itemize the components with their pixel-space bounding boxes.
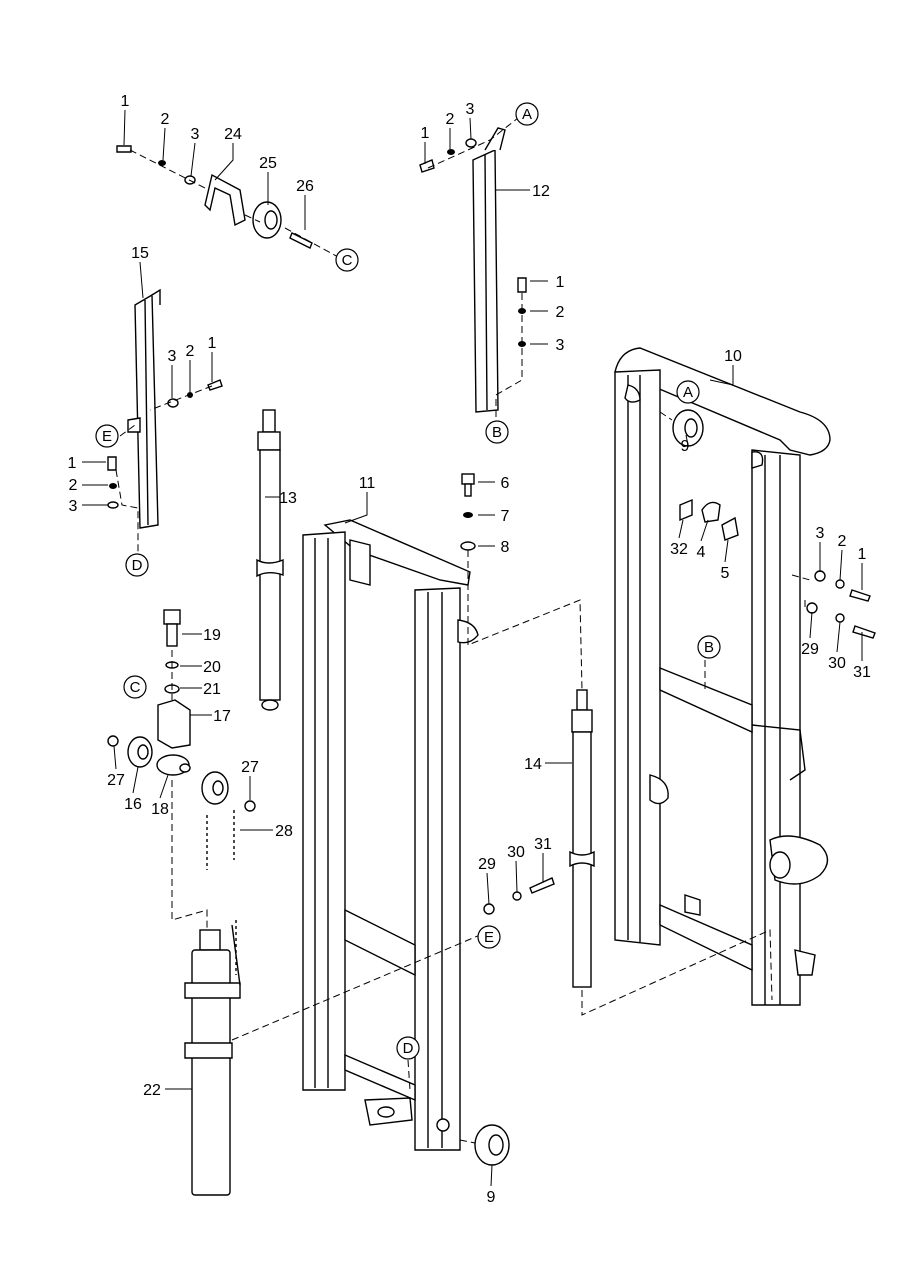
ref-e: E (102, 428, 112, 445)
callout-25: 25 (259, 155, 277, 172)
callout-9: 9 (681, 438, 690, 455)
callout-3: 3 (69, 498, 78, 515)
roller-25 (252, 201, 282, 239)
callout-17: 17 (213, 708, 231, 725)
roller-16 (127, 736, 153, 768)
callout-21: 21 (203, 681, 221, 698)
ref-a: A (683, 384, 693, 401)
block-17-18 (156, 699, 191, 776)
sheave-27 (201, 771, 229, 805)
callout-31: 31 (534, 836, 552, 853)
callout-14: 14 (524, 756, 542, 773)
callout-6: 6 (501, 475, 510, 492)
ref-b: B (492, 424, 502, 441)
callout-8: 8 (501, 539, 510, 556)
channel-12 (472, 127, 506, 413)
callout-3: 3 (816, 525, 825, 542)
cylinder-22 (184, 924, 241, 1196)
callout-11: 11 (359, 475, 376, 492)
chain-28 (206, 810, 237, 975)
callout-29: 29 (801, 641, 819, 658)
ref-c: C (342, 252, 353, 269)
callout-19: 19 (203, 627, 221, 644)
callout-24: 24 (224, 126, 242, 143)
ref-c: C (130, 679, 141, 696)
ref-a: A (522, 106, 532, 123)
callout-5: 5 (721, 565, 730, 582)
bracket-24 (204, 173, 246, 227)
ref-b: B (704, 639, 714, 656)
ref-e: E (484, 929, 494, 946)
cylinder-14 (569, 689, 595, 988)
callout-28: 28 (275, 823, 293, 840)
callout-15: 15 (131, 245, 149, 262)
callout-3: 3 (191, 126, 200, 143)
outer-mast-10 (614, 347, 831, 1006)
callout-18: 18 (151, 801, 169, 818)
callout-32: 32 (670, 541, 688, 558)
callout-1: 1 (421, 125, 430, 142)
callout-3: 3 (556, 337, 565, 354)
callout-29: 29 (478, 856, 496, 873)
ref-d: D (403, 1040, 414, 1057)
callout-20: 20 (203, 659, 221, 676)
callout-7: 7 (501, 508, 510, 525)
callout-4: 4 (697, 544, 706, 561)
callout-12: 12 (532, 183, 550, 200)
callout-30: 30 (507, 844, 525, 861)
callout-2: 2 (838, 533, 847, 550)
callout-1: 1 (858, 546, 867, 563)
callout-2: 2 (69, 477, 78, 494)
callout-27: 27 (107, 772, 125, 789)
channel-15 (127, 288, 161, 529)
pin-26 (289, 232, 313, 249)
cylinder-13 (256, 409, 284, 711)
callout-labels: 1 2 3 24 25 26 1 2 3 12 1 2 3 15 3 2 1 1… (68, 93, 871, 1206)
callout-3: 3 (168, 348, 177, 365)
callout-10: 10 (724, 348, 742, 365)
callout-2: 2 (556, 304, 565, 321)
callout-2: 2 (186, 343, 195, 360)
brackets-32-4-5 (679, 498, 739, 541)
callout-1: 1 (121, 93, 130, 110)
callout-26: 26 (296, 178, 314, 195)
callout-1: 1 (208, 335, 217, 352)
callout-16: 16 (124, 796, 142, 813)
callout-30: 30 (828, 655, 846, 672)
callout-9: 9 (487, 1189, 496, 1206)
assembly-lines (115, 117, 811, 1144)
callout-1: 1 (68, 455, 77, 472)
callout-3: 3 (466, 101, 475, 118)
callout-13: 13 (279, 490, 297, 507)
leader-lines (82, 109, 863, 1187)
reference-markers: A B C D E A B C D E (95, 102, 721, 1060)
bolt-19 (163, 609, 181, 694)
ref-d: D (132, 557, 143, 574)
roller-9-top (672, 409, 704, 447)
roller-9-bottom (474, 1124, 510, 1166)
callout-2: 2 (161, 111, 170, 128)
callout-22: 22 (143, 1082, 161, 1099)
callout-27: 27 (241, 759, 259, 776)
callout-1: 1 (556, 274, 565, 291)
inner-mast-11 (302, 519, 479, 1151)
callout-31: 31 (853, 664, 871, 681)
callout-2: 2 (446, 111, 455, 128)
